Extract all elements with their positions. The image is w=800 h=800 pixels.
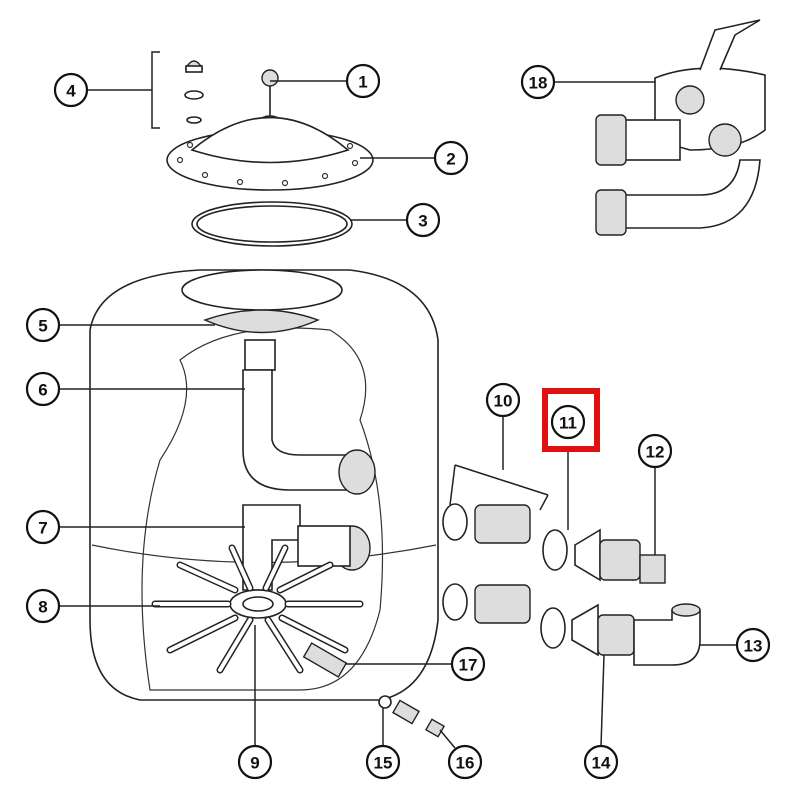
callout-16: 16 <box>447 744 483 780</box>
highlight-box-part-11 <box>542 388 600 452</box>
callout-4: 4 <box>53 72 89 108</box>
part-4-small-parts <box>151 51 204 129</box>
svg-text:10: 10 <box>494 392 513 411</box>
internal-pipes <box>242 369 376 591</box>
part-3-o-ring <box>191 201 353 247</box>
callout-14: 14 <box>583 744 619 780</box>
callout-1: 1 <box>345 63 381 99</box>
drain-parts <box>302 642 446 738</box>
leader-lines <box>59 80 737 749</box>
fittings <box>442 503 701 666</box>
svg-text:3: 3 <box>418 212 427 231</box>
part-18-multiport-valve <box>595 19 766 236</box>
callout-15: 15 <box>365 744 401 780</box>
part-2-lid <box>166 116 374 191</box>
callouts: 1 2 3 4 5 6 7 8 9 10 11 12 13 14 15 16 1… <box>25 63 771 780</box>
filter-tank <box>89 269 439 701</box>
callout-11: 11 <box>550 404 586 440</box>
svg-text:17: 17 <box>459 656 478 675</box>
svg-text:9: 9 <box>250 754 259 773</box>
svg-text:13: 13 <box>744 637 763 656</box>
svg-text:18: 18 <box>529 74 548 93</box>
callout-6: 6 <box>25 371 61 407</box>
svg-text:5: 5 <box>38 317 47 336</box>
callout-9: 9 <box>237 744 273 780</box>
part-1-vent-knob <box>260 69 280 125</box>
svg-text:11: 11 <box>559 414 577 433</box>
callout-17: 17 <box>450 646 486 682</box>
svg-text:14: 14 <box>592 754 611 773</box>
callout-8: 8 <box>25 588 61 624</box>
callout-5: 5 <box>25 307 61 343</box>
callout-3: 3 <box>405 202 441 238</box>
svg-text:16: 16 <box>456 754 475 773</box>
svg-text:7: 7 <box>38 519 47 538</box>
part-8-laterals <box>151 544 364 674</box>
svg-text:12: 12 <box>646 443 665 462</box>
svg-text:15: 15 <box>374 754 393 773</box>
svg-text:2: 2 <box>446 150 455 169</box>
callout-13: 13 <box>735 627 771 663</box>
callout-12: 12 <box>637 433 673 469</box>
svg-text:1: 1 <box>358 73 367 92</box>
callout-2: 2 <box>433 140 469 176</box>
callout-18: 18 <box>520 64 556 100</box>
svg-text:6: 6 <box>38 381 47 400</box>
svg-text:8: 8 <box>38 598 47 617</box>
callout-7: 7 <box>25 509 61 545</box>
svg-text:4: 4 <box>66 82 76 101</box>
callout-10: 10 <box>485 382 521 418</box>
